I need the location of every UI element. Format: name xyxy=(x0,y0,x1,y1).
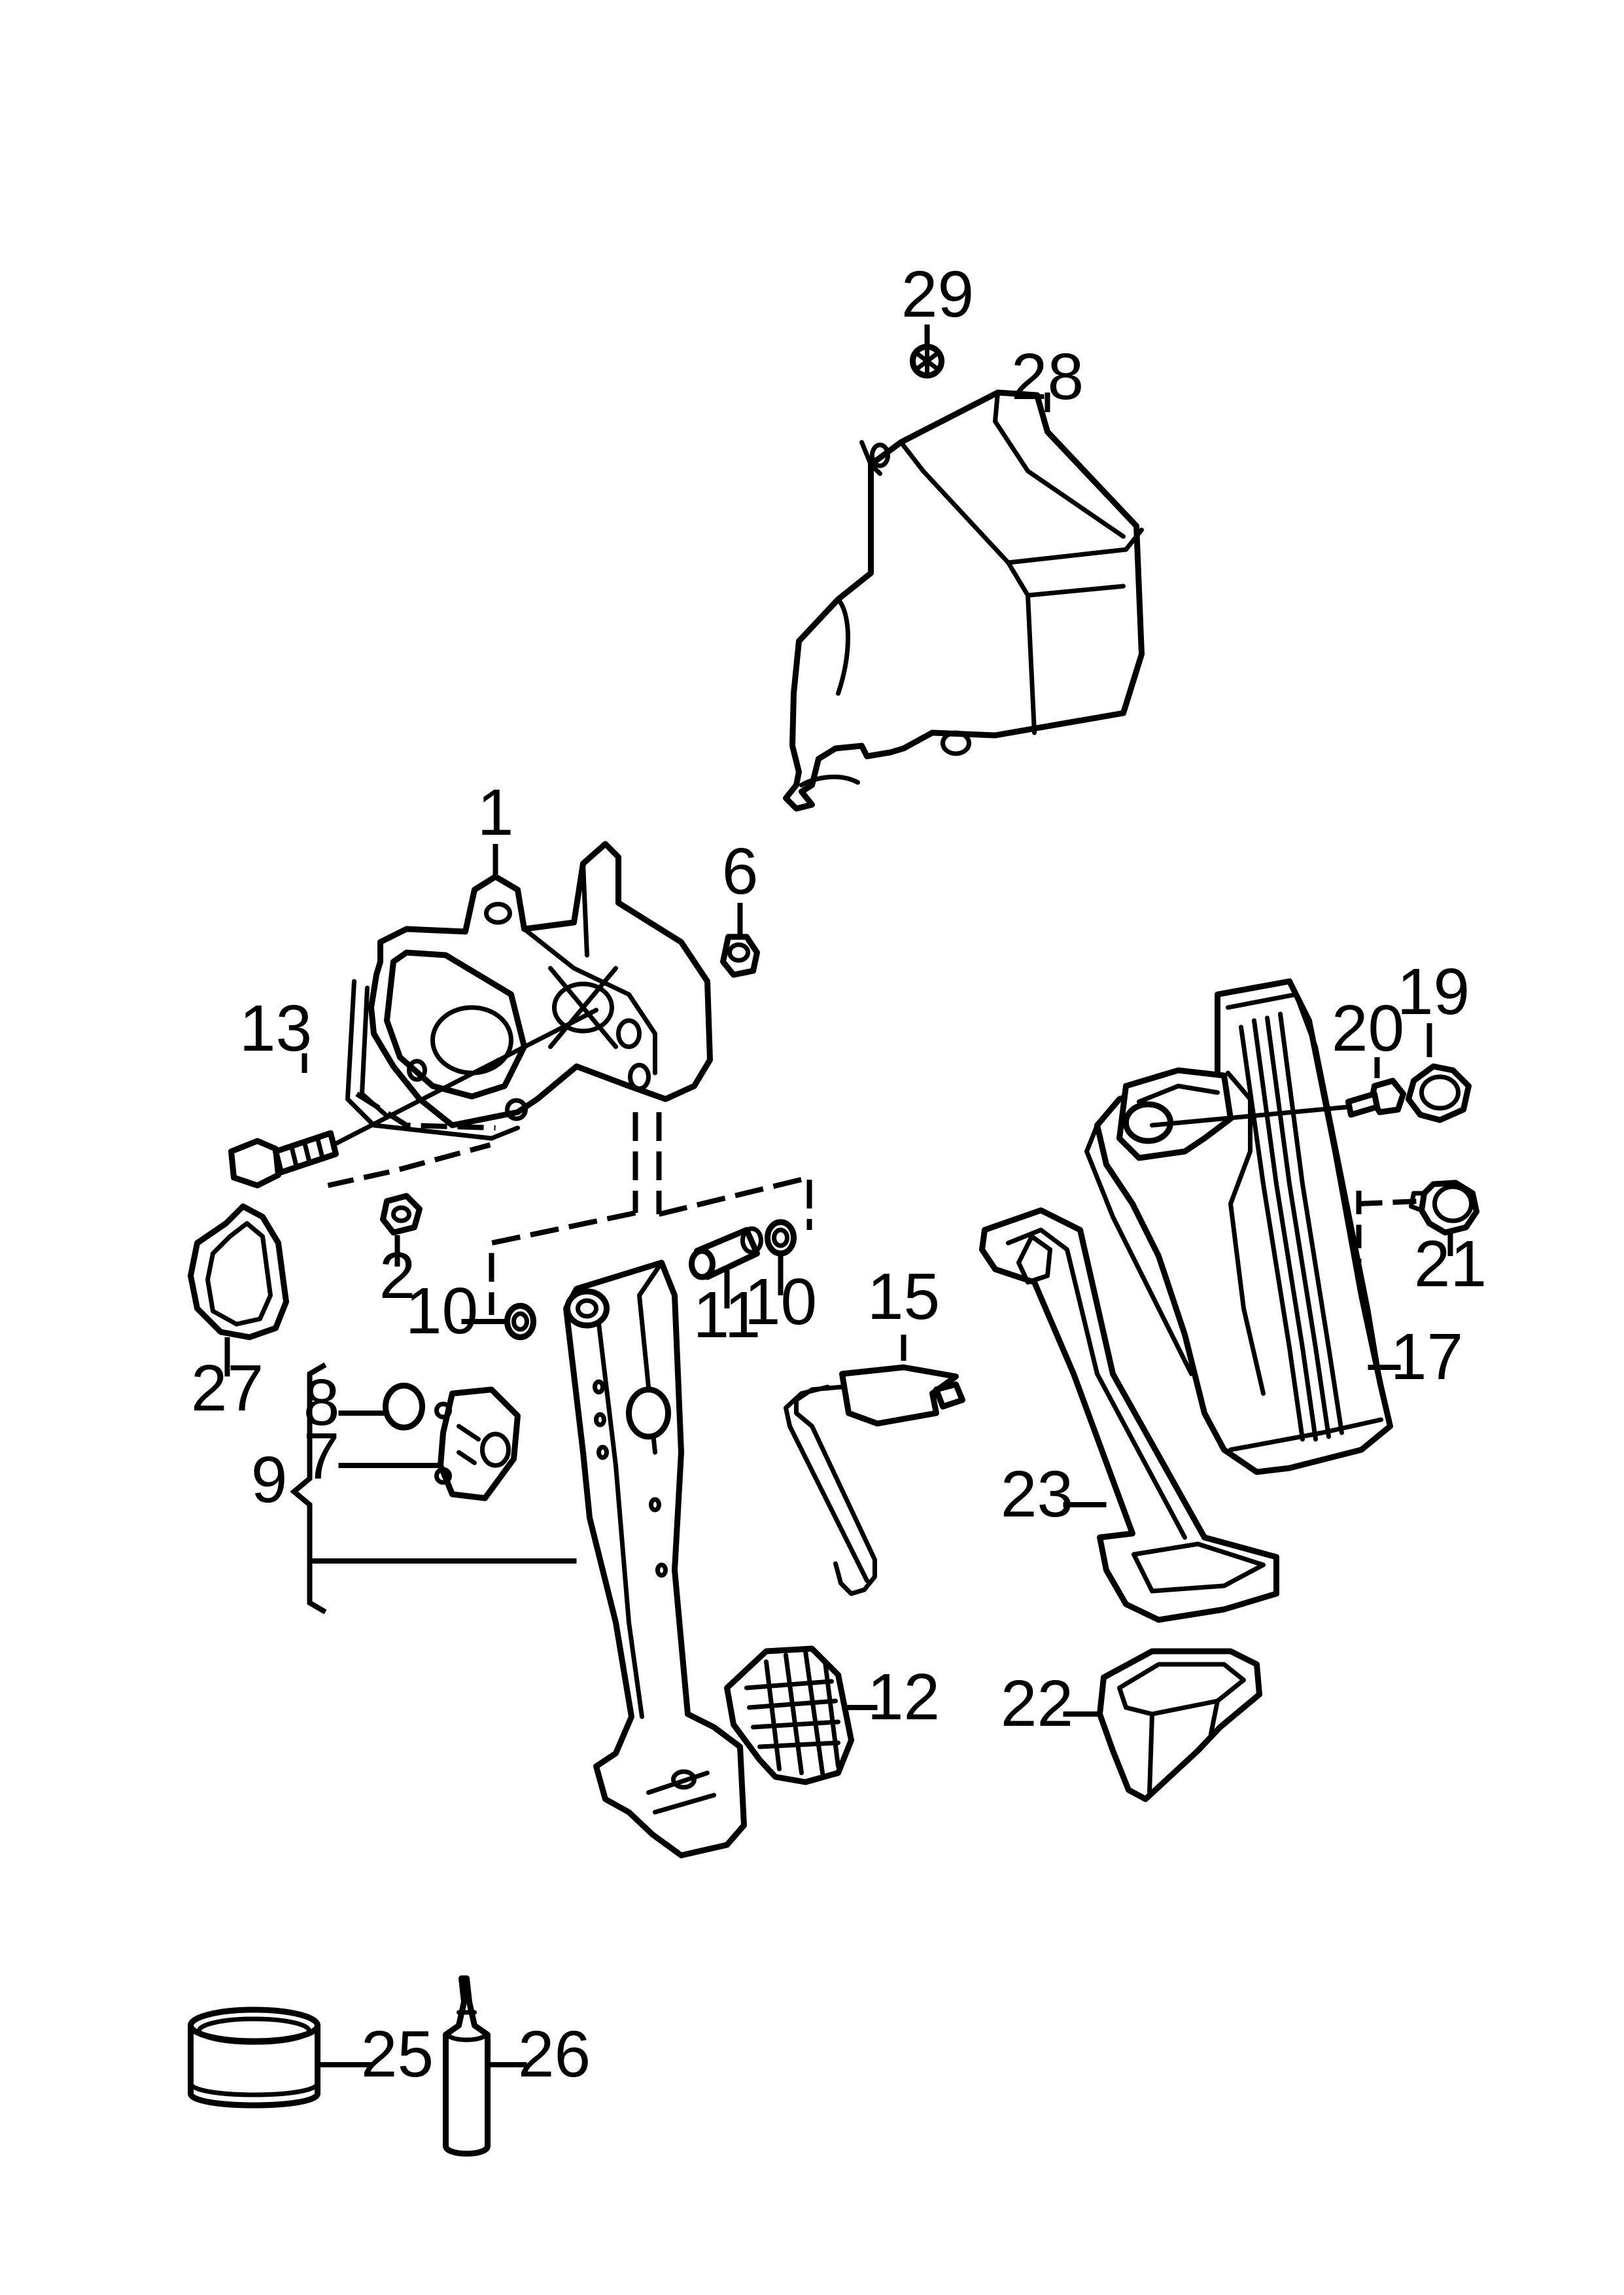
part-1-pedal-bracket xyxy=(345,841,713,1141)
callout-6: 6 xyxy=(722,835,759,908)
part-2-nut xyxy=(380,1193,423,1236)
callout-9: 9 xyxy=(251,1443,288,1516)
callout-23: 23 xyxy=(1001,1458,1073,1531)
part-13-bolt xyxy=(228,1007,598,1189)
callout-2: 2 xyxy=(379,1239,416,1312)
callout-26: 26 xyxy=(518,2018,591,2091)
part-8-ring xyxy=(383,1382,425,1431)
callout-12: 12 xyxy=(867,1660,940,1734)
part-26-bottle xyxy=(443,1975,491,2157)
part-29-clip xyxy=(910,343,944,379)
callout-17: 17 xyxy=(1391,1320,1463,1393)
part-25-seal-ring xyxy=(188,2006,320,2109)
part-23-pedal-cover xyxy=(979,1207,1279,1623)
part-9-brace xyxy=(290,1362,577,1615)
part-7-cam xyxy=(434,1386,521,1501)
assembly-lines xyxy=(327,1091,1421,1315)
part-17-accelerator-pedal xyxy=(1084,978,1393,1475)
part-10-bushing-left xyxy=(504,1303,536,1340)
part-15-rod xyxy=(784,1364,965,1596)
callout-10-left: 10 xyxy=(406,1274,478,1348)
callout-28: 28 xyxy=(1011,340,1084,413)
callout-21: 21 xyxy=(1414,1227,1487,1301)
part-10-bushing-right xyxy=(765,1219,797,1257)
callout-13: 13 xyxy=(239,992,312,1065)
callout-22: 22 xyxy=(1001,1667,1073,1740)
part-22-base xyxy=(1097,1648,1262,1802)
part-28-cover xyxy=(783,389,1145,812)
callout-1: 1 xyxy=(477,776,514,849)
part-21-button xyxy=(1409,1180,1479,1236)
part-12-pedal-pad xyxy=(724,1645,854,1785)
leader-lines xyxy=(224,324,1453,2067)
callout-7: 7 xyxy=(303,1420,340,1493)
callout-25: 25 xyxy=(361,2018,434,2091)
part-6-nut xyxy=(720,934,760,978)
callout-15: 15 xyxy=(867,1260,940,1333)
callout-labels: 1 2 6 7 8 9 10 10 11 12 13 15 17 19 20 2… xyxy=(191,258,1487,2091)
callout-8: 8 xyxy=(303,1366,340,1439)
callout-29: 29 xyxy=(901,258,974,331)
callout-10-right: 10 xyxy=(744,1265,817,1339)
callout-27: 27 xyxy=(191,1352,264,1425)
part-pedal-arm xyxy=(563,1259,747,1859)
callout-19: 19 xyxy=(1397,955,1470,1028)
callout-11: 11 xyxy=(693,1278,761,1352)
part-27-gasket xyxy=(188,1203,289,1340)
callout-20: 20 xyxy=(1332,992,1404,1065)
part-19-cap xyxy=(1406,1063,1472,1123)
part-20-screw xyxy=(1150,1077,1406,1128)
part-11-sleeve xyxy=(689,1226,763,1280)
